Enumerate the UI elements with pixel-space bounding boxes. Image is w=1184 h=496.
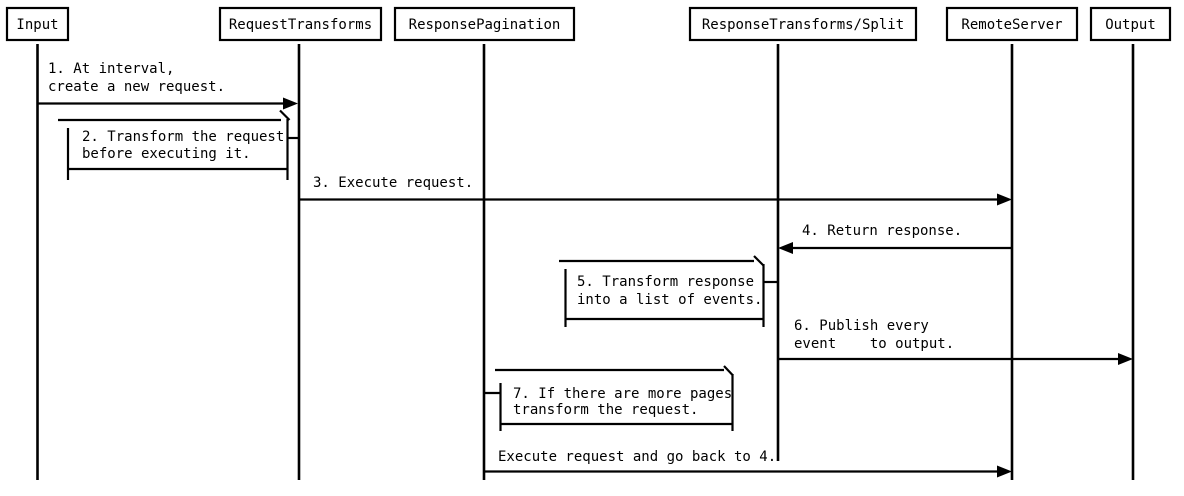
message-6-arrowhead bbox=[1118, 353, 1133, 365]
message-7-label-line-1: 7. If there are more pages bbox=[513, 386, 732, 402]
message-8: Execute request and go back to 4. bbox=[484, 449, 1012, 478]
participant-response-pagination: ResponsePagination bbox=[393, 6, 576, 42]
participant-input: Input bbox=[5, 6, 70, 42]
message-7-hook bbox=[723, 365, 734, 377]
participant-label: ResponsePagination bbox=[409, 17, 561, 33]
message-8-label: Execute request and go back to 4. bbox=[498, 449, 776, 465]
message-2-hook bbox=[279, 109, 291, 121]
participant-output: Output bbox=[1089, 6, 1172, 42]
participant-box bbox=[5, 6, 70, 42]
message-4: 4. Return response. bbox=[778, 223, 1012, 254]
participant-response-transforms-split: ResponseTransforms/Split bbox=[688, 6, 918, 42]
participant-remote-server: RemoteServer bbox=[945, 6, 1079, 42]
message-2-label-line-1: 2. Transform the request bbox=[82, 129, 284, 145]
participant-request-transforms: RequestTransforms bbox=[218, 6, 383, 42]
message-1: 1. At interval, create a new request. bbox=[37, 61, 298, 110]
message-4-label: 4. Return response. bbox=[802, 223, 962, 239]
message-7-label-line-2: transform the request. bbox=[513, 402, 698, 418]
message-1-arrowhead bbox=[283, 97, 298, 110]
participant-box bbox=[393, 6, 576, 42]
participant-label: RequestTransforms bbox=[229, 17, 372, 33]
message-1-label-line-1: 1. At interval, bbox=[48, 61, 174, 77]
message-1-label-line-2: create a new request. bbox=[48, 79, 225, 95]
participant-box bbox=[945, 6, 1079, 42]
message-5-self: 5. Transform response into a list of eve… bbox=[559, 255, 778, 327]
participant-box bbox=[1089, 6, 1172, 42]
message-3: 3. Execute request. bbox=[299, 175, 1012, 206]
participant-label: ResponseTransforms/Split bbox=[702, 17, 904, 33]
message-6-label-line-2: event to output. bbox=[794, 336, 954, 352]
lifelines bbox=[36, 44, 1135, 480]
message-5-hook bbox=[753, 255, 765, 267]
message-2-label-line-2: before executing it. bbox=[82, 146, 251, 162]
message-2-self: 2. Transform the request before executin… bbox=[58, 109, 299, 180]
message-4-arrowhead bbox=[778, 242, 793, 254]
message-6-label-line-1: 6. Publish every bbox=[794, 318, 929, 334]
message-6: 6. Publish every event to output. bbox=[778, 318, 1133, 365]
participant-label: RemoteServer bbox=[961, 17, 1062, 33]
message-3-arrowhead bbox=[997, 193, 1012, 206]
message-5-label-line-2: into a list of events. bbox=[577, 292, 762, 308]
message-5-label-line-1: 5. Transform response bbox=[577, 274, 754, 290]
message-8-arrowhead bbox=[997, 465, 1012, 478]
message-7-self: 7. If there are more pages transform the… bbox=[484, 365, 734, 431]
participant-label: Input bbox=[16, 17, 58, 33]
message-3-label: 3. Execute request. bbox=[313, 175, 473, 191]
participants: Input RequestTransforms ResponsePaginati… bbox=[5, 6, 1172, 42]
participant-box bbox=[218, 6, 383, 42]
participant-label: Output bbox=[1105, 17, 1156, 33]
participant-box bbox=[688, 6, 918, 42]
